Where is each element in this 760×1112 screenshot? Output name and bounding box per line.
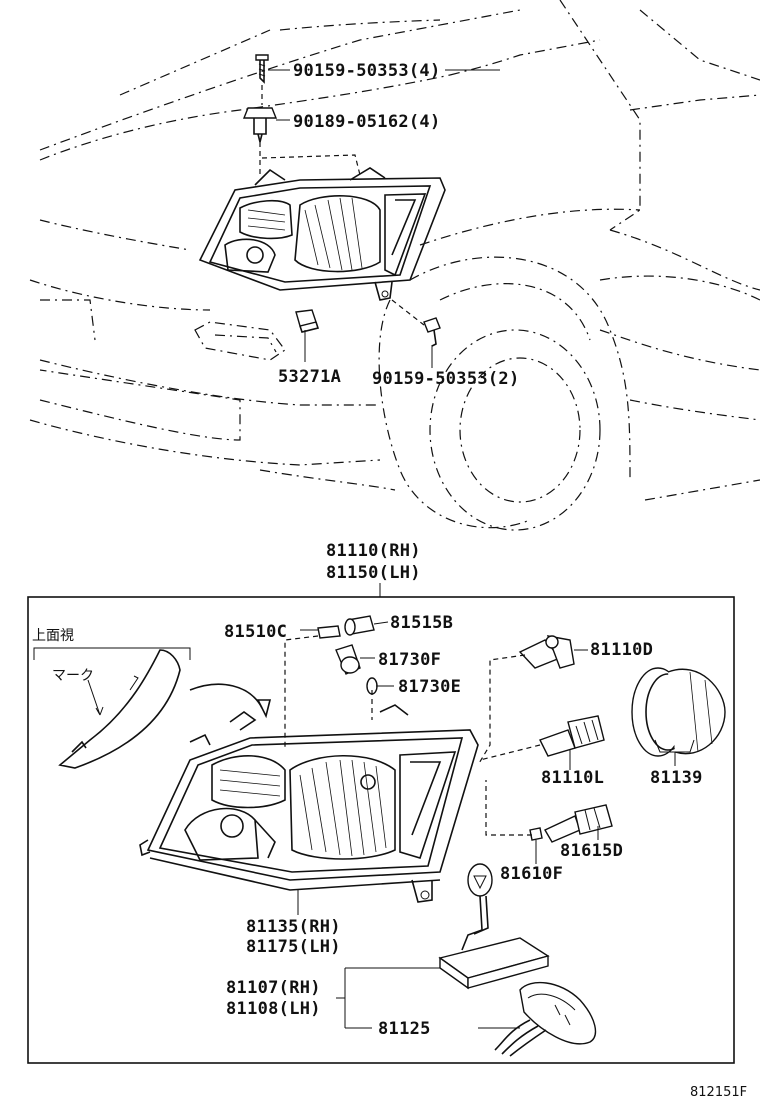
- callout-assy-rh: 81110(RH): [326, 541, 421, 561]
- callout-bulb-d: 81110D: [590, 640, 653, 660]
- leader-socket: [479, 744, 541, 761]
- assembly-frame: [27, 596, 735, 1064]
- clip-90189-part: [242, 107, 278, 143]
- callout-nut: 53271A: [278, 367, 341, 387]
- callout-lens-rh: 81135(RH): [246, 917, 341, 937]
- headlamp-assembly-drawing: [139, 704, 479, 903]
- leader-bulb-right: [477, 654, 526, 766]
- callout-assy-lh: 81150(LH): [326, 563, 421, 583]
- callout-computer-rh: 81107(RH): [226, 978, 321, 998]
- leader-bulb-lower: [485, 780, 532, 836]
- bolt-90159-top-part: [255, 54, 269, 84]
- callout-bulb-610f: 81610F: [500, 864, 563, 884]
- callout-cover: 81139: [650, 768, 703, 788]
- bulb-81110d-part: [518, 635, 588, 669]
- callout-bulb-f: 81730F: [378, 650, 441, 670]
- callout-socket-d: 81615D: [560, 841, 623, 861]
- callout-bulb-e: 81730E: [398, 677, 461, 697]
- vehicle-front-illustration: [29, 0, 760, 531]
- callout-bulb-b: 81515B: [390, 613, 453, 633]
- nut-53271a-part: [295, 309, 320, 333]
- bulb-81610f-part: [529, 827, 543, 864]
- top-view-inset: 上面視 マーク: [32, 628, 272, 769]
- socket-81615d-part: [544, 804, 613, 843]
- callout-lens-lh: 81175(LH): [246, 937, 341, 957]
- headlamp-installed: [198, 167, 446, 301]
- bulb-81730f-part: [335, 644, 375, 675]
- cover-81139-part: [631, 667, 726, 766]
- wire-81125-part: [494, 981, 597, 1057]
- bulb-81515b-part: [344, 615, 389, 636]
- mark-label: マーク: [52, 668, 94, 684]
- bulb-81110l-part: [539, 715, 605, 770]
- figure-id: 812151F: [690, 1085, 747, 1100]
- igniter-harness-part: [461, 863, 493, 951]
- leader-bulb-top: [284, 635, 319, 750]
- bulb-81730e-part: [366, 677, 394, 695]
- callout-computer-lh: 81108(LH): [226, 999, 321, 1019]
- bulb-81510c-part: [300, 625, 341, 639]
- callout-bulb-l: 81110L: [541, 768, 604, 788]
- callout-bulb-socket-c: 81510C: [224, 622, 287, 642]
- callout-wire: 81125: [378, 1019, 431, 1039]
- callout-clip-top: 90189-05162(4): [293, 112, 441, 132]
- bolt-90159-lower-part: [423, 317, 441, 347]
- callout-bolt-top: 90159-50353(4): [293, 61, 441, 81]
- callout-bolt-lower: 90159-50353(2): [372, 369, 520, 389]
- top-view-label: 上面視: [32, 628, 74, 644]
- computer-81107-part: [438, 937, 550, 990]
